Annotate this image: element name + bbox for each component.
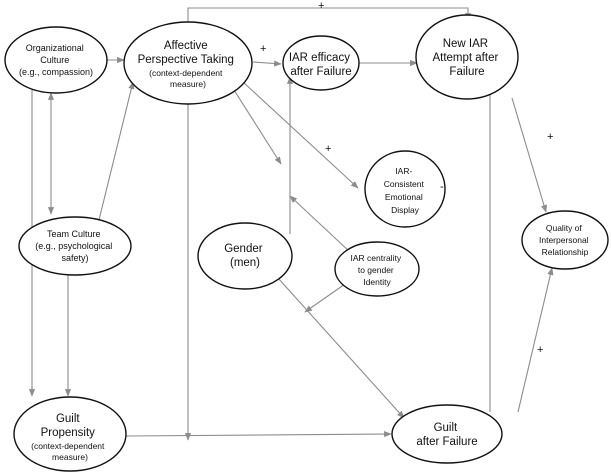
svg-text:Team Culture (e.g., psyc: Team Culture (e.g., psychological safety… — [35, 229, 115, 263]
sign-guilt-to-quality: + — [537, 344, 543, 356]
edge-guilt-after-to-quality — [517, 267, 554, 413]
node-new-iar-attempt-after-failure: New IAR Attempt after Failure — [415, 14, 519, 100]
node-affective-perspective-taking: Affective Perspective Taking (context-de… — [123, 21, 253, 105]
edge-gender-to-guilt-after — [277, 277, 405, 419]
node-guilt-propensity: Guilt Propensity (context-dependent meas… — [13, 396, 127, 472]
edge-affective-to-centrality-area — [233, 89, 282, 165]
node-gender: Gender (men) — [197, 222, 293, 290]
node-iar-consistent-emotional-display: IAR- Consistent Emotional Display — [364, 150, 446, 228]
node-iar-centrality-to-gender-identity: IAR centrality to gender Identity — [334, 241, 420, 297]
svg-text:Organizational Culture: Organizational Culture (e.g., compassion… — [19, 43, 93, 77]
node-organizational-culture: Organizational Culture (e.g., compassion… — [4, 26, 108, 94]
edge-centrality-to-gender-guilt — [304, 283, 346, 313]
node-team-culture: Team Culture (e.g., psychological safety… — [18, 216, 132, 276]
node-quality-of-interpersonal-relationship: Quality of Interpersonal Relationship — [521, 210, 609, 270]
sign-display-minus: - — [440, 181, 444, 193]
svg-text:New IAR Attempt after: New IAR Attempt after Failure — [432, 38, 501, 78]
edge-affective-to-efficacy — [252, 60, 282, 67]
sign-affective-to-display: + — [325, 143, 331, 155]
node-guilt-after-failure: Guilt after Failure — [391, 404, 503, 464]
edge-team-to-affective — [97, 81, 135, 225]
edge-guilt-propensity-to-guilt-after — [125, 430, 392, 438]
edge-affective-to-new-iar — [187, 7, 472, 22]
svg-text:IAR centrality to gender: IAR centrality to gender Identity — [351, 253, 404, 287]
svg-text:Quality of Interpersonal: Quality of Interpersonal Relationship — [539, 223, 591, 257]
svg-text:IAR- Consistent Em: IAR- Consistent Emotional Display — [384, 166, 427, 215]
node-iar-efficacy-after-failure: IAR efficacy after Failure — [282, 35, 360, 91]
sign-top: + — [318, 0, 324, 12]
svg-text:Guilt Propensity (: Guilt Propensity (context-dependent meas… — [31, 409, 109, 462]
edge-affective-to-display — [242, 81, 359, 189]
edge-new-iar-to-quality — [511, 97, 547, 213]
edge-signs: + + + - + + — [260, 0, 553, 356]
svg-text:Gender (men): Gender (men) — [224, 243, 266, 269]
edges — [28, 7, 554, 441]
svg-text:Guilt after Failure: Guilt after Failure — [416, 422, 477, 448]
sign-affective-to-efficacy: + — [260, 43, 266, 55]
svg-text:IAR efficacy after Failu: IAR efficacy after Failure — [289, 52, 353, 78]
sign-new-iar-to-quality: + — [547, 131, 553, 143]
edge-centrality-to-upper — [289, 195, 351, 253]
svg-text:Affective Perspective Ta: Affective Perspective Taking (context-de… — [138, 36, 239, 89]
